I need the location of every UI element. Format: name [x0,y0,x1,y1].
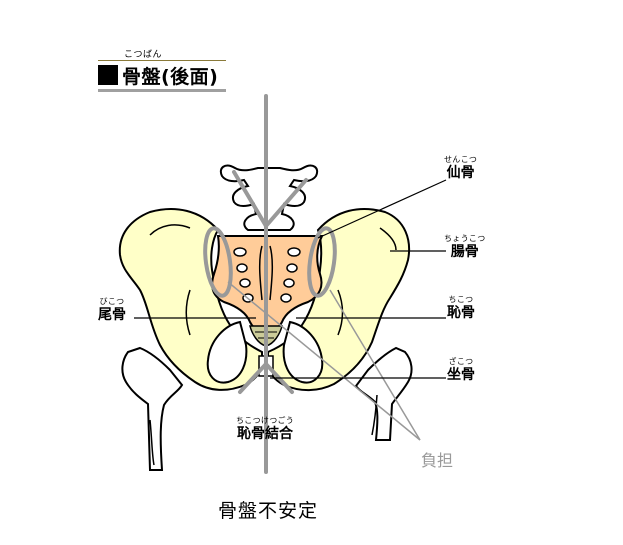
title-top-rule [98,60,226,61]
label-ischium: ざこつ 坐骨 [447,357,475,383]
lumbar-vertebrae [219,164,319,231]
label-pubic-symphysis-text: 恥骨結合 [237,426,294,442]
burden-lines [227,281,421,441]
title-ruby: こつばん [124,50,163,60]
left-hip-bone [118,208,263,391]
label-ischium-text: 坐骨 [447,367,475,383]
label-pubic-symphysis-ruby: ちこつけつごう [236,416,295,425]
label-coccyx: びこつ 尾骨 [98,297,126,323]
right-sacroiliac-highlight [307,226,337,298]
burden-annotation: 負担 [421,451,454,470]
label-pubic-symphysis: ちこつけつごう 恥骨結合 [236,416,294,442]
label-coccyx-text: 尾骨 [98,307,126,323]
label-sacrum-ruby: せんこつ [444,155,478,164]
label-ilium-ruby: ちょうこつ [444,234,486,243]
left-sacroiliac-highlight [203,226,233,298]
label-sacrum: せんこつ 仙骨 [444,155,477,181]
label-pubis-text: 恥骨 [447,305,475,321]
label-coccyx-ruby: びこつ [99,297,125,306]
page-title: 骨盤(後面) [98,62,218,88]
label-pubis: ちこつ 恥骨 [447,295,475,321]
right-femur [354,346,413,441]
title-underline [98,89,226,92]
leader-lines [134,179,447,379]
label-sacrum-text: 仙骨 [446,165,475,181]
title-text: 骨盤(後面) [122,65,219,88]
label-pubis-ruby: ちこつ [448,295,474,304]
left-femur [121,346,184,471]
label-ilium: ちょうこつ 腸骨 [444,234,486,260]
label-ischium-ruby: ざこつ [448,357,474,366]
square-bullet-icon [98,65,118,85]
caption: 骨盤不安定 [218,500,319,522]
label-ilium-text: 腸骨 [450,244,479,260]
